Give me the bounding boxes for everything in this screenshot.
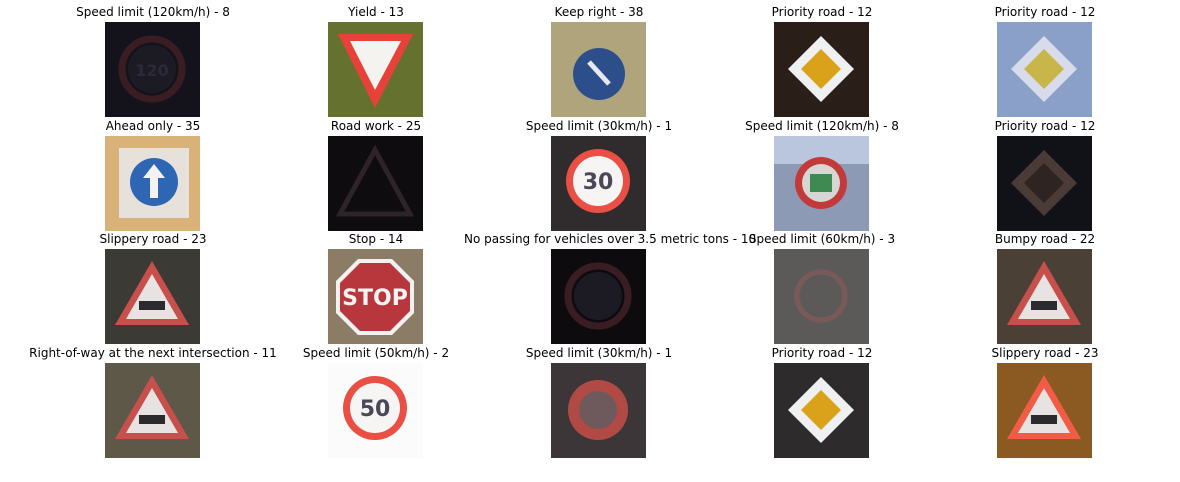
speed-limit-sign: 30 [551,136,646,231]
slippery-road-sign [105,249,200,344]
right-of-way-sign [105,363,200,458]
panel-title: Slippery road - 23 [991,346,1099,360]
speed-limit-sign [551,363,646,458]
sign-panel: Slippery road - 23 [940,346,1150,458]
sign-panel: Speed limit (30km/h) - 1 [494,346,704,458]
priority-road-sign [997,22,1092,117]
slippery-road-sign [997,363,1092,458]
panel-title: Speed limit (60km/h) - 3 [748,232,896,246]
panel-title: Speed limit (120km/h) - 8 [745,119,899,133]
sign-panel: Priority road - 12 [940,119,1150,231]
panel-title: Speed limit (30km/h) - 1 [525,119,673,133]
sign-panel: Bumpy road - 22 [940,232,1150,344]
panel-title: Ahead only - 35 [105,119,201,133]
sign-text: STOP [342,286,408,311]
traffic-sign-grid: Speed limit (120km/h) - 8 120 Yield - 13 Ke… [29,5,1098,458]
panel-title: Priority road - 12 [994,119,1096,133]
yield-sign [328,22,423,117]
sign-panel: Stop - 14 STOP [271,232,481,344]
sign-panel: Speed limit (120km/h) - 8 [717,119,927,231]
panel-title: Keep right - 38 [554,5,644,19]
sign-text: 30 [583,170,614,195]
panel-title: Speed limit (50km/h) - 2 [302,346,450,360]
panel-title: Yield - 13 [348,5,404,19]
sign-text: 50 [360,397,391,422]
priority-road-sign [997,136,1092,231]
ahead-only-sign [105,136,200,231]
panel-title: Right-of-way at the next intersection - … [29,346,277,360]
sign-text: 120 [135,61,168,80]
panel-title: Priority road - 12 [771,5,873,19]
sign-panel: Right-of-way at the next intersection - … [29,346,277,458]
sign-panel: Priority road - 12 [717,5,927,117]
panel-title: Road work - 25 [330,119,422,133]
bumpy-road-sign [997,249,1092,344]
priority-road-sign [774,22,869,117]
keep-right-sign [551,22,646,117]
speed-limit-sign [774,136,869,231]
sign-panel: Speed limit (120km/h) - 8 120 [48,5,258,117]
sign-panel: Priority road - 12 [717,346,927,458]
panel-title: Speed limit (120km/h) - 8 [76,5,230,19]
no-passing-trucks-sign [551,249,646,344]
panel-title: No passing for vehicles over 3.5 metric … [464,232,757,246]
speed-limit-sign [774,249,869,344]
sign-panel: No passing for vehicles over 3.5 metric … [464,232,756,344]
sign-panel: Speed limit (60km/h) - 3 [717,232,927,344]
panel-title: Slippery road - 23 [99,232,207,246]
sign-panel: Priority road - 12 [940,5,1150,117]
sign-panel: Speed limit (30km/h) - 1 30 [494,119,704,231]
sign-panel: Slippery road - 23 [48,232,258,344]
sign-panel: Ahead only - 35 [48,119,258,231]
sign-panel: Keep right - 38 [494,5,704,117]
panel-title: Stop - 14 [348,232,404,246]
sign-panel: Speed limit (50km/h) - 2 50 [271,346,481,458]
panel-title: Priority road - 12 [994,5,1096,19]
panel-title: Speed limit (30km/h) - 1 [525,346,673,360]
sign-panel: Road work - 25 [271,119,481,231]
speed-limit-sign: 120 [105,22,200,117]
priority-road-sign [774,363,869,458]
sign-panel: Yield - 13 [271,5,481,117]
speed-limit-sign: 50 [328,363,423,458]
road-work-sign [328,136,423,231]
stop-sign: STOP [328,249,423,344]
panel-title: Bumpy road - 22 [994,232,1096,246]
panel-title: Priority road - 12 [771,346,873,360]
